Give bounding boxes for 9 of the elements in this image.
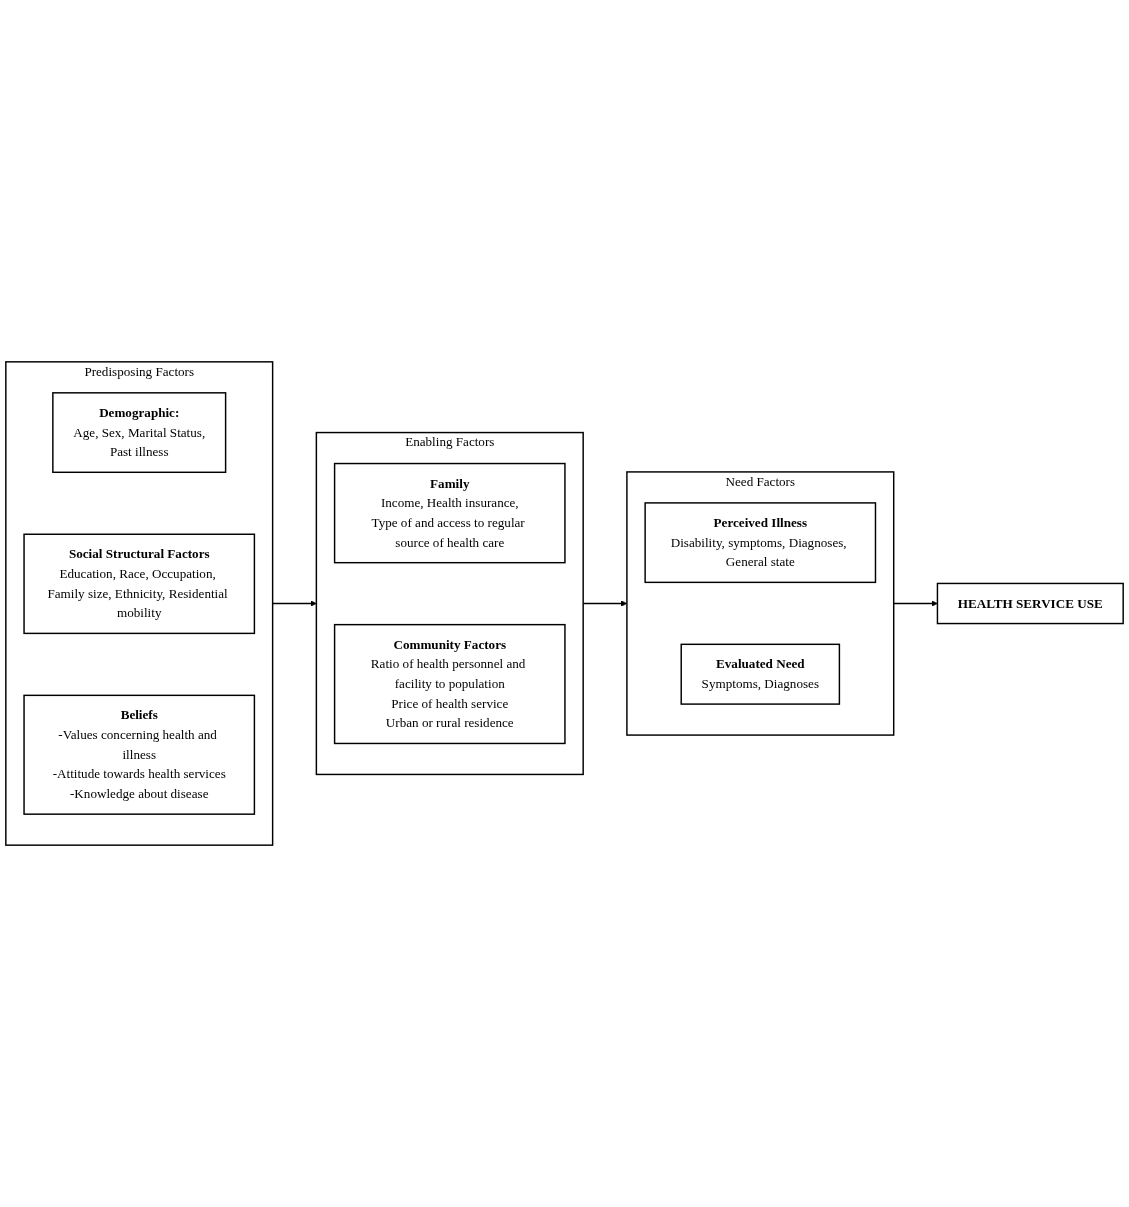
node-box: Beliefs -Values concerning health and illness -Attitude towards health services -Knowledge about disease [23, 694, 256, 815]
node-box: Perceived Illness Disability, symptoms, Diagnoses, General state [644, 502, 877, 584]
node-box: Community Factors Ratio of health personnel and facility to population Price of health service Urban or rural residence [333, 623, 566, 745]
node-box: Social Structural Factors Education, Race, Occupation, Family size, Ethnicity, Residential mobility [23, 533, 256, 635]
node-box: Demographic: Age, Sex, Marital Status, Past illness [52, 392, 227, 474]
node-box: Evaluated Need Symptoms, Diagnoses [680, 643, 841, 705]
node-box: Family Income, Health insurance, Type of and access to regular source of health care [333, 462, 566, 564]
node-box: HEALTH SERVICE USE [936, 582, 1124, 625]
arrow [893, 600, 938, 607]
